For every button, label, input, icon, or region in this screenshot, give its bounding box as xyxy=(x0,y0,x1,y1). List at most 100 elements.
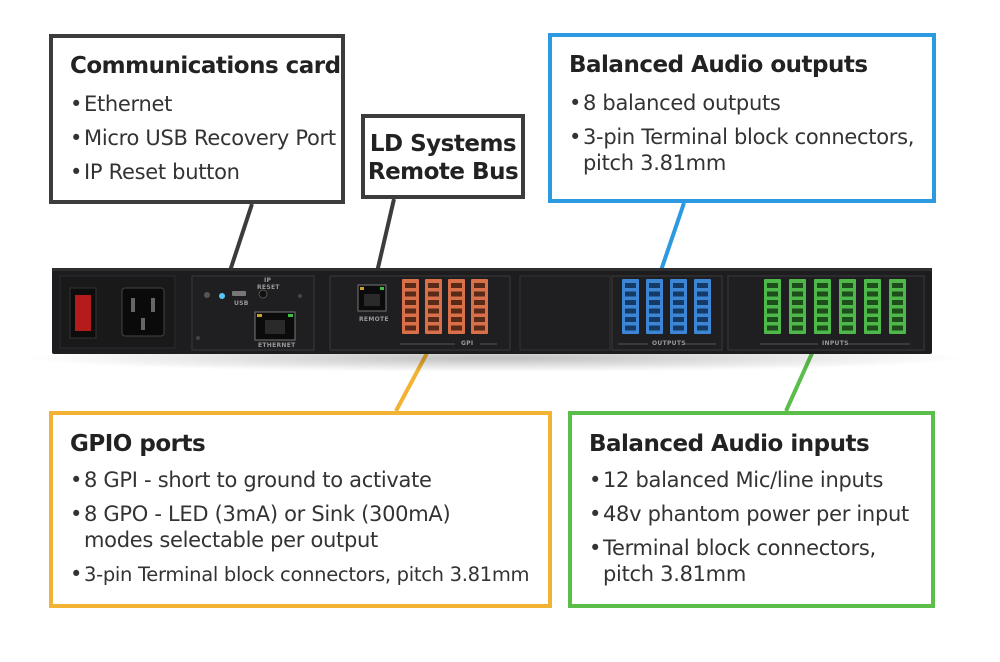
callout-list: •12 balanced Mic/line inputs •48v phanto… xyxy=(589,467,909,587)
output-terminal-pin xyxy=(625,317,636,322)
callout-title-line2: Remote Bus xyxy=(367,159,519,185)
inputs-label: INPUTS xyxy=(822,340,849,347)
input-terminal-pin xyxy=(767,291,778,297)
callout-list: •Ethernet •Micro USB Recovery Port •IP R… xyxy=(70,91,336,185)
input-terminal-pin xyxy=(892,325,903,331)
ethernet-port-socket xyxy=(265,320,285,334)
gpio-terminal-pin xyxy=(405,300,416,305)
input-terminal-pin xyxy=(842,317,853,322)
remote-label: REMOTE xyxy=(359,316,389,323)
input-terminal-pin xyxy=(817,325,828,331)
input-terminal-pin xyxy=(867,300,878,305)
output-terminal-pin xyxy=(649,317,660,322)
gpi-label: GPI xyxy=(461,340,474,347)
screw-1 xyxy=(298,294,302,298)
micro-usb-port xyxy=(232,291,246,296)
callout-title-line1: LD Systems xyxy=(369,131,517,157)
remote-bus-callout: LD Systems Remote Bus xyxy=(361,114,525,199)
input-terminal-pin xyxy=(767,283,778,288)
output-terminal-pin xyxy=(625,325,636,331)
gpio-terminal-pin xyxy=(428,308,439,314)
gpio-terminal-pin xyxy=(451,308,462,314)
gpio-terminal-pin xyxy=(474,308,485,314)
input-terminal-pin xyxy=(892,317,903,322)
output-terminal-pin xyxy=(697,300,708,305)
gpio-terminal-pin xyxy=(451,300,462,305)
input-terminal-pin xyxy=(817,300,828,305)
comm-card-led xyxy=(204,292,210,298)
output-terminal-pin xyxy=(673,283,684,288)
callout-title: LD Systems Remote Bus xyxy=(365,130,521,186)
gpio-terminal-pin xyxy=(474,325,485,331)
callout-title: Balanced Audio outputs xyxy=(569,52,868,78)
input-terminal-pin xyxy=(792,283,803,288)
gpio-terminal-pin xyxy=(451,291,462,297)
output-terminal-pin xyxy=(649,300,660,305)
output-terminal-pin xyxy=(649,291,660,297)
blank-panel xyxy=(519,275,611,351)
input-terminal-pin xyxy=(867,308,878,314)
usb-status-led xyxy=(219,293,225,299)
gpio-terminal-pin xyxy=(474,291,485,297)
usb-label: USB xyxy=(234,300,249,307)
gpio-terminal-pin xyxy=(405,317,416,322)
input-terminal-pin xyxy=(867,325,878,331)
input-terminal-pin xyxy=(842,308,853,314)
input-terminal-pin xyxy=(767,317,778,322)
list-item: •Terminal block connectors,pitch 3.81mm xyxy=(589,536,876,586)
gpio-ports-callout: GPIO ports •8 GPI - short to ground to a… xyxy=(49,411,552,608)
output-terminal-pin xyxy=(625,300,636,305)
gpio-terminal-pin xyxy=(428,300,439,305)
list-item: •3-pin Terminal block connectors, pitch … xyxy=(70,562,530,586)
list-item: •3-pin Terminal block connectors,pitch 3… xyxy=(569,125,915,175)
input-terminal-pin xyxy=(767,325,778,331)
gpio-terminal-pin xyxy=(451,317,462,322)
output-terminal-pin xyxy=(697,325,708,331)
balanced-audio-inputs-callout: Balanced Audio inputs •12 balanced Mic/l… xyxy=(568,411,935,608)
input-terminal-pin xyxy=(892,291,903,297)
input-terminal-pin xyxy=(842,300,853,305)
output-terminal-blocks xyxy=(622,279,711,334)
gpio-terminal-pin xyxy=(474,283,485,288)
output-terminal-pin xyxy=(673,317,684,322)
output-terminal-pin xyxy=(697,308,708,314)
input-terminal-pin xyxy=(792,300,803,305)
input-terminal-pin xyxy=(817,308,828,314)
output-terminal-pin xyxy=(673,291,684,297)
list-item: •Micro USB Recovery Port xyxy=(70,126,336,150)
input-terminal-pin xyxy=(892,308,903,314)
screw-2 xyxy=(196,336,200,340)
input-terminal-pin xyxy=(817,317,828,322)
output-terminal-pin xyxy=(697,317,708,322)
list-item: •8 GPI - short to ground to activate xyxy=(70,468,432,492)
output-terminal-pin xyxy=(673,308,684,314)
input-terminal-pin xyxy=(817,283,828,288)
ethernet-port-led-left xyxy=(257,314,262,317)
callout-title: GPIO ports xyxy=(70,431,206,457)
output-terminal-pin xyxy=(649,325,660,331)
input-terminal-pin xyxy=(842,283,853,288)
ip-reset-label-line2: RESET xyxy=(257,284,280,291)
ip-reset-label-line1: IP xyxy=(264,277,272,284)
remote-port-led-right xyxy=(380,287,384,290)
input-terminal-pin xyxy=(842,325,853,331)
ip-reset-button xyxy=(258,289,268,299)
input-terminal-blocks xyxy=(764,279,906,334)
callout-list: •8 GPI - short to ground to activate •8 … xyxy=(70,467,530,588)
output-terminal-pin xyxy=(673,300,684,305)
input-terminal-pin xyxy=(867,291,878,297)
input-terminal-pin xyxy=(792,291,803,297)
gpio-terminal-pin xyxy=(428,291,439,297)
output-terminal-pin xyxy=(697,283,708,288)
iec-pin-3 xyxy=(141,318,145,330)
ethernet-port-led-right xyxy=(288,314,293,317)
communications-card-callout: Communications card •Ethernet •Micro USB… xyxy=(49,34,345,204)
gpio-terminal-pin xyxy=(405,283,416,288)
balanced-audio-outputs-callout: Balanced Audio outputs •8 balanced outpu… xyxy=(548,33,936,203)
gpio-terminal-pin xyxy=(405,325,416,331)
comm-card xyxy=(191,275,315,351)
gpio-terminal-pin xyxy=(405,308,416,314)
output-terminal-pin xyxy=(649,283,660,288)
outputs-label: OUTPUTS xyxy=(652,340,686,347)
